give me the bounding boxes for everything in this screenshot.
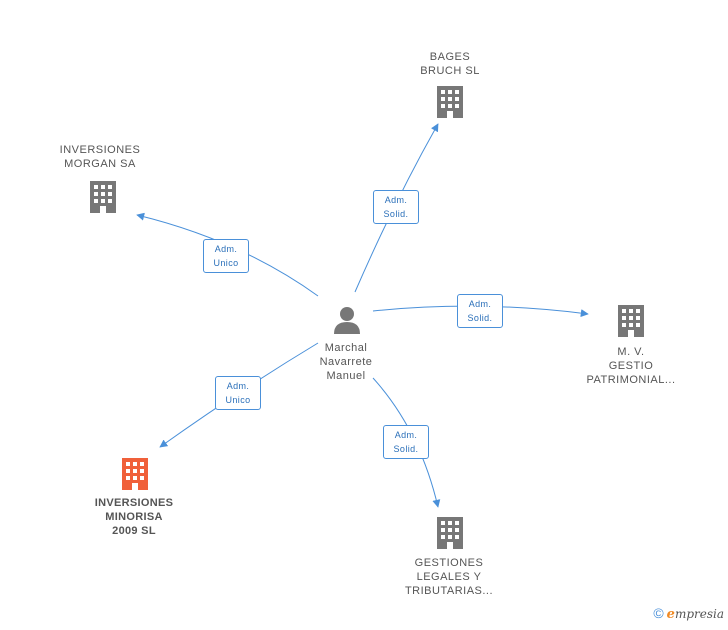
node-label-mv[interactable]: M. V. GESTIO PATRIMONIAL... [576, 345, 686, 387]
edge-badge-line: Adm. [226, 381, 250, 391]
edge-badge-minorisa: Adm. Unico [215, 376, 261, 410]
node-label-line: INVERSIONES [59, 144, 141, 156]
node-label-line: TRIBUTARIAS... [404, 585, 494, 597]
node-label-line: PATRIMONIAL... [586, 374, 676, 386]
center-name-line: Navarrete [319, 356, 373, 368]
building-icon[interactable] [618, 305, 644, 337]
brand-logo-initial: e [666, 607, 675, 622]
building-icon[interactable] [437, 86, 463, 118]
node-label-gestiones[interactable]: GESTIONES LEGALES Y TRIBUTARIAS... [396, 556, 502, 598]
center-person-label[interactable]: Marchal Navarrete Manuel [300, 341, 392, 383]
node-label-line: INVERSIONES [94, 497, 174, 509]
node-label-morgan[interactable]: INVERSIONES MORGAN SA [50, 143, 150, 171]
center-name-line: Manuel [326, 370, 366, 382]
edge-badge-line: Adm. [394, 430, 418, 440]
node-label-line: LEGALES Y [416, 571, 482, 583]
building-icon[interactable] [90, 181, 116, 213]
edge-badge-line: Unico [225, 395, 251, 405]
edge-badge-line: Unico [213, 258, 239, 268]
node-label-line: MINORISA [105, 511, 163, 523]
edge-badge-line: Adm. [214, 244, 238, 254]
edge-badge-morgan: Adm. Unico [203, 239, 249, 273]
node-label-line: GESTIONES [414, 557, 484, 569]
edge-badge-line: Adm. [384, 195, 408, 205]
brand-logo[interactable]: ©empresia [653, 605, 724, 622]
center-name-line: Marchal [324, 342, 368, 354]
person-icon [334, 307, 360, 334]
node-label-bages[interactable]: BAGES BRUCH SL [400, 50, 500, 78]
node-label-line: GESTIO [608, 360, 654, 372]
edge-badge-mv: Adm. Solid. [457, 294, 503, 328]
node-label-line: M. V. [617, 346, 645, 358]
edge-badge-line: Solid. [393, 444, 419, 454]
brand-logo-text: mpresia [674, 607, 724, 621]
node-label-line: 2009 SL [112, 525, 156, 537]
building-icon[interactable] [122, 458, 148, 490]
edge-badge-bages: Adm. Solid. [373, 190, 419, 224]
edge-badge-line: Solid. [383, 209, 409, 219]
copyright-icon: © [653, 605, 664, 621]
node-label-line: BAGES [429, 51, 471, 63]
edge-badge-line: Solid. [467, 313, 493, 323]
node-label-line: BRUCH SL [420, 65, 480, 77]
edge-badge-line: Adm. [468, 299, 492, 309]
node-label-minorisa[interactable]: INVERSIONES MINORISA 2009 SL [82, 496, 186, 538]
building-icon[interactable] [437, 517, 463, 549]
edge-badge-gestiones: Adm. Solid. [383, 425, 429, 459]
node-label-line: MORGAN SA [64, 158, 136, 170]
